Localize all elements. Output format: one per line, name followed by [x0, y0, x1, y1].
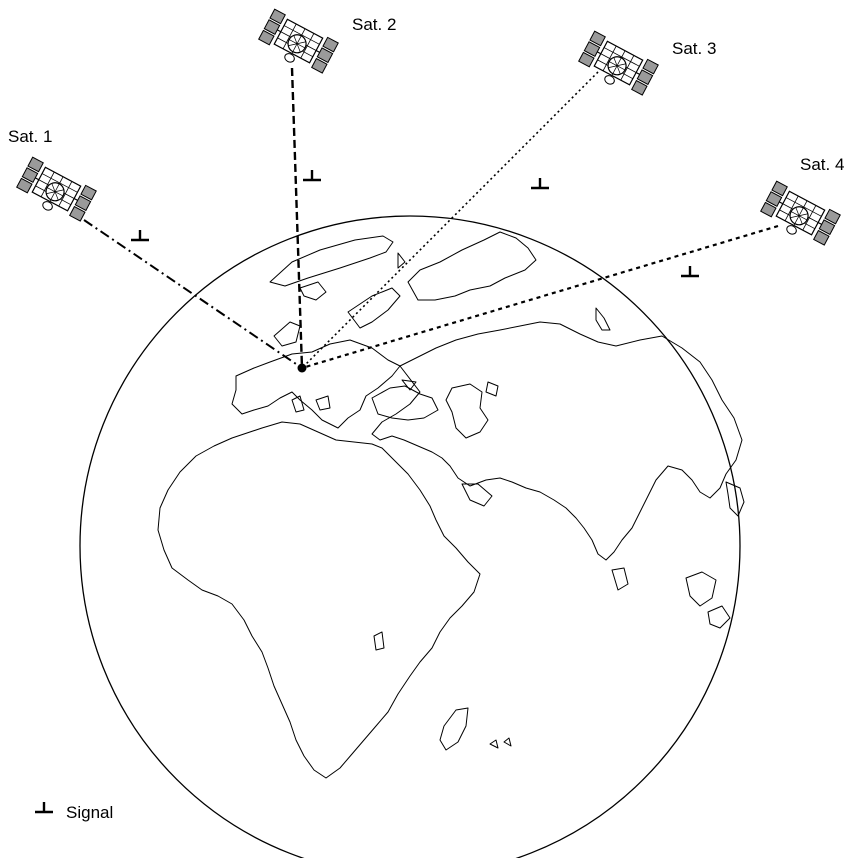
signal-path-sat1 [83, 219, 303, 369]
signal-path-sat2 [290, 67, 304, 369]
satellite-icon [575, 30, 659, 101]
signal-marker-sat3 [529, 176, 551, 190]
signal-marker-sat2 [301, 168, 323, 182]
satellite-label-1: Sat. 1 [8, 127, 52, 146]
satellite-3 [575, 30, 659, 101]
continent-outlines [157, 231, 745, 779]
receiver-point [297, 363, 307, 373]
satellite-4 [757, 180, 841, 251]
satellite-label-3: Sat. 3 [672, 39, 716, 58]
satellite-label-2: Sat. 2 [352, 15, 396, 34]
satellite-icon [13, 156, 97, 227]
satellite-icon [757, 180, 841, 251]
signal-path-sat4 [301, 224, 779, 370]
legend: Signal [33, 800, 113, 822]
satellite-icon [255, 8, 339, 79]
satellite-1 [13, 156, 97, 227]
satellite-2 [255, 8, 339, 79]
signal-marker-sat1 [129, 228, 151, 242]
signal-legend-icon [33, 800, 55, 814]
earth-outline [79, 215, 741, 858]
legend-label: Signal [66, 803, 113, 822]
signal-marker-sat4 [679, 264, 701, 278]
satellite-label-4: Sat. 4 [800, 155, 844, 174]
